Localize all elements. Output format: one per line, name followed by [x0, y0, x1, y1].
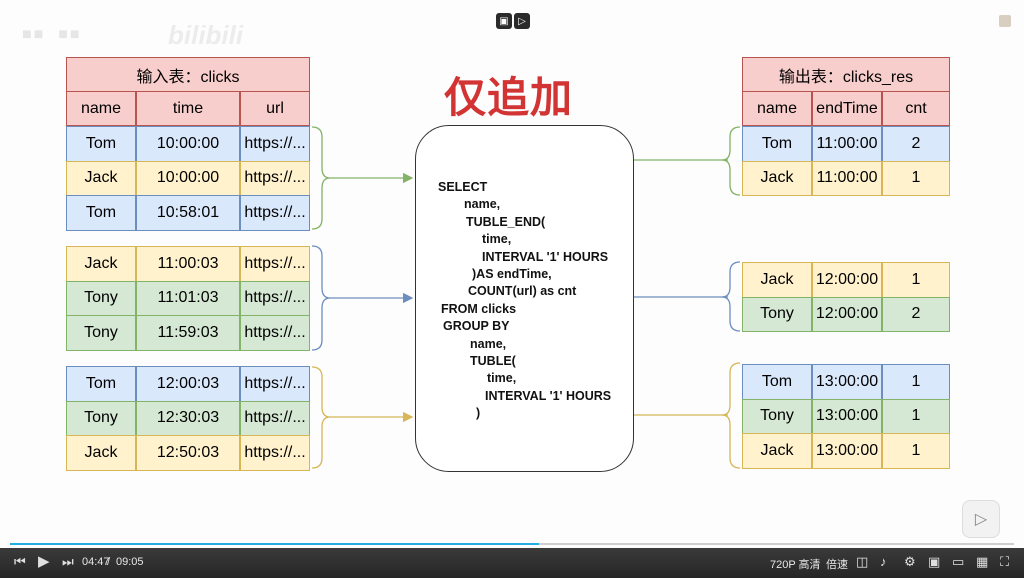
output-table-caption: 输出表：clicks_res [742, 57, 950, 92]
sql-line: time, [482, 232, 512, 247]
sql-line: )AS endTime, [472, 267, 552, 281]
input-table-header: name [66, 91, 136, 126]
output-table-header: cnt [882, 91, 950, 126]
sql-line: COUNT(url) as cnt [468, 284, 577, 299]
settings-icon[interactable]: ⚙ [904, 554, 916, 569]
input-table-cell: https://... [240, 126, 310, 162]
output-table-cell: 1 [882, 262, 950, 298]
sql-line: INTERVAL '1' HOURS [485, 388, 612, 403]
input-table-cell: Jack [66, 435, 136, 471]
input-table-cell: https://... [240, 280, 310, 316]
prev-icon[interactable]: ⏮ [14, 554, 26, 569]
output-table-cell: Tom [742, 364, 812, 400]
output-table-cell: 2 [882, 126, 950, 162]
next-icon[interactable]: ⏭ [62, 554, 74, 569]
connectors [311, 126, 741, 469]
sql-line: SELECT [438, 180, 488, 194]
input-table-cell: Jack [66, 246, 136, 282]
note-icon[interactable] [999, 15, 1011, 27]
output-table-cell: 13:00:00 [812, 398, 882, 434]
progress-fill [10, 543, 540, 545]
input-table-cell: Tom [66, 195, 136, 231]
output-table-cell: 1 [882, 160, 950, 196]
slide-title: 仅追加 [444, 73, 574, 122]
input-bracket-2 [311, 245, 331, 351]
sql-line: ) [476, 406, 481, 421]
danmaku-icon[interactable]: ◫ [856, 554, 869, 569]
input-table-cell: https://... [240, 160, 310, 196]
input-table-cell: 11:00:03 [136, 246, 240, 282]
sql-line: time, [487, 371, 517, 386]
time-separator: / [107, 556, 111, 568]
output-table-cell: 12:00:00 [812, 296, 882, 332]
input-table-caption: 输入表：clicks [66, 57, 310, 92]
output-table-cell: 11:00:00 [812, 126, 882, 162]
sql-query-box [415, 125, 634, 472]
player-control-bar [0, 548, 1024, 578]
input-table-cell: https://... [240, 195, 310, 231]
output-bracket-2 [721, 261, 741, 332]
output-bracket-3 [721, 362, 741, 469]
input-table-cell: Tony [66, 280, 136, 316]
input-table-cell: 10:00:00 [136, 160, 240, 196]
output-bracket-1 [721, 126, 741, 196]
time-current: 04:47 [82, 556, 110, 568]
volume-icon[interactable]: ♪ [880, 554, 887, 569]
time-total: 09:05 [116, 556, 144, 568]
sql-line: TUBLE( [470, 354, 516, 368]
input-table-cell: https://... [240, 246, 310, 282]
input-table-cell: Jack [66, 160, 136, 196]
input-table-cell: https://... [240, 435, 310, 471]
input-table-cell: https://... [240, 400, 310, 436]
fullscreen-icon[interactable]: ⛶ [1000, 554, 1010, 569]
output-table-cell: 11:00:00 [812, 160, 882, 196]
output-table-header: name [742, 91, 812, 126]
input-table-cell: 12:30:03 [136, 400, 240, 436]
quality-button[interactable]: 720P 高清 [770, 559, 821, 571]
output-table-cell: 13:00:00 [812, 364, 882, 400]
input-table-header: time [136, 91, 240, 126]
input-table-cell: Tony [66, 400, 136, 436]
output-table-cell: 1 [882, 433, 950, 469]
input-table-cell: https://... [240, 366, 310, 402]
screenshot-icon[interactable]: ▣ [496, 13, 512, 29]
input-bracket-3 [311, 366, 331, 469]
sql-line: FROM clicks [441, 301, 517, 316]
sql-line: name, [470, 336, 507, 351]
output-table-cell: Tony [742, 296, 812, 332]
sql-line: TUBLE_END( [466, 214, 546, 229]
output-table-cell: 13:00:00 [812, 433, 882, 469]
input-table-cell: Tony [66, 315, 136, 351]
input-table-cell: 11:59:03 [136, 315, 240, 351]
sql-line: name, [464, 197, 501, 212]
output-table-cell: 1 [882, 364, 950, 400]
play-mini-icon[interactable]: ▷ [514, 13, 530, 29]
input-table-cell: 10:00:00 [136, 126, 240, 162]
speed-button[interactable]: 倍速 [826, 559, 848, 571]
widescreen-icon[interactable]: ▭ [952, 554, 965, 569]
output-table-cell: 12:00:00 [812, 262, 882, 298]
resume-play-button[interactable]: ▷ [962, 500, 1000, 538]
pip-icon[interactable]: ▣ [928, 554, 941, 569]
input-bracket-1 [311, 126, 331, 230]
sql-line: GROUP BY [443, 319, 510, 334]
output-table-cell: 2 [882, 296, 950, 332]
input-table-cell: Tom [66, 366, 136, 402]
output-table-cell: Jack [742, 160, 812, 196]
watermark-text: ■■ ■■ [22, 26, 82, 43]
input-table-cell: 10:58:01 [136, 195, 240, 231]
bilibili-watermark-logo: bilibili [168, 20, 244, 50]
output-table-cell: Jack [742, 433, 812, 469]
input-table-cell: 12:50:03 [136, 435, 240, 471]
webfull-icon[interactable]: ▦ [976, 554, 989, 569]
sql-line: INTERVAL '1' HOURS [482, 249, 609, 264]
input-table-header: url [240, 91, 310, 126]
play-icon[interactable]: ▶ [38, 553, 50, 570]
input-table-cell: 12:00:03 [136, 366, 240, 402]
output-table-header: endTime [812, 91, 882, 126]
input-table-cell: https://... [240, 315, 310, 351]
